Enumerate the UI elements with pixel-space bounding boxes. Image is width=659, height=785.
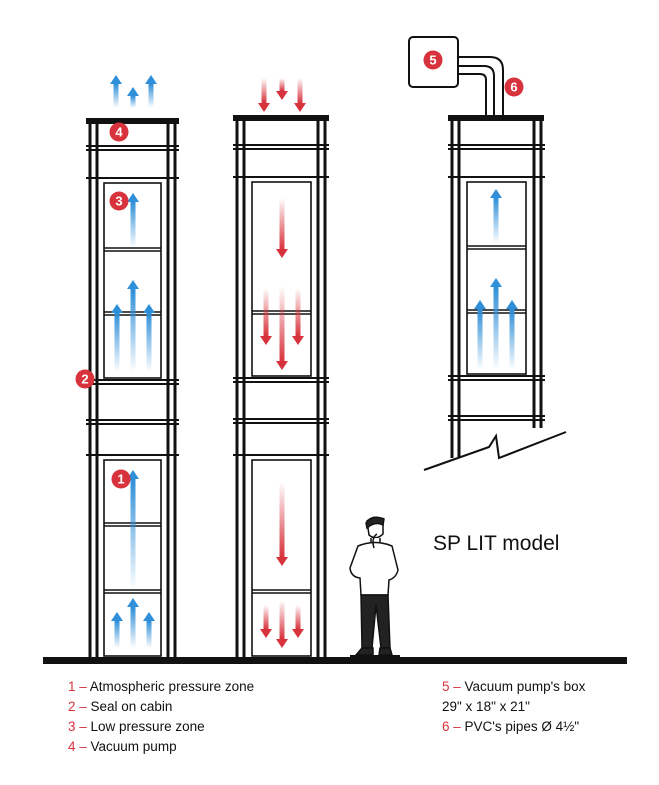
airflow-down-arrow (260, 605, 272, 638)
callout-marker-1: 1 (111, 469, 131, 489)
legend-item-5: 5 – Vacuum pump's box (442, 679, 586, 694)
airflow-up-arrow (145, 75, 157, 108)
legend-left: 1 – Atmospheric pressure zone 2 – Seal o… (68, 677, 254, 757)
airflow-up-arrow (111, 304, 123, 372)
airflow-up-arrow (143, 612, 155, 648)
airflow-arrows (110, 75, 518, 648)
callout-marker-2: 2 (75, 369, 95, 389)
airflow-up-arrow (127, 470, 139, 590)
airflow-down-arrow (292, 288, 304, 345)
callout-marker-label: 6 (510, 80, 517, 95)
airflow-up-arrow (110, 75, 122, 108)
airflow-down-arrow (276, 482, 288, 566)
legend-item-4: 4 – Vacuum pump (68, 739, 177, 754)
airflow-down-arrow (276, 78, 288, 100)
airflow-up-arrow (127, 87, 139, 108)
callout-marker-label: 1 (117, 472, 124, 487)
airflow-up-arrow (127, 193, 139, 248)
callout-marker-4: 4 (109, 122, 129, 142)
tower-middle (233, 115, 329, 657)
airflow-up-arrow (474, 300, 486, 370)
tower-left (86, 118, 179, 657)
callout-marker-label: 2 (81, 372, 88, 387)
ground-line (43, 657, 627, 664)
callout-marker-3: 3 (109, 191, 129, 211)
airflow-down-arrow (292, 605, 304, 638)
legend-item-6: 6 – PVC's pipes Ø 4½" (442, 719, 580, 734)
airflow-down-arrow (276, 286, 288, 370)
callout-marker-label: 3 (115, 194, 122, 209)
airflow-down-arrow (260, 288, 272, 345)
airflow-up-arrow (490, 278, 502, 370)
airflow-up-arrow (143, 304, 155, 372)
legend-item-2: 2 – Seal on cabin (68, 699, 173, 714)
model-title: SP LIT model (433, 532, 560, 555)
legend-item-5-dimensions: 29" x 18" x 21" (442, 699, 530, 714)
callout-marker-5: 5 (423, 50, 443, 70)
callout-marker-label: 5 (429, 53, 436, 68)
airflow-up-arrow (127, 598, 139, 648)
airflow-up-arrow (490, 189, 502, 243)
airflow-down-arrow (294, 78, 306, 112)
airflow-down-arrow (276, 198, 288, 258)
person-figure (349, 516, 399, 656)
airflow-down-arrow (276, 600, 288, 648)
legend-right: 5 – Vacuum pump's box 29" x 18" x 21" 6 … (442, 677, 585, 737)
callout-marker-label: 4 (115, 125, 123, 140)
airflow-up-arrow (127, 280, 139, 372)
airflow-up-arrow (506, 300, 518, 370)
tower-right (408, 36, 567, 471)
callout-markers: 1 2 3 4 5 6 (75, 50, 524, 489)
airflow-up-arrow (111, 612, 123, 648)
airflow-down-arrow (258, 78, 270, 112)
callout-marker-6: 6 (504, 77, 524, 97)
legend-item-1: 1 – Atmospheric pressure zone (68, 679, 255, 694)
legend-item-3: 3 – Low pressure zone (68, 719, 205, 734)
